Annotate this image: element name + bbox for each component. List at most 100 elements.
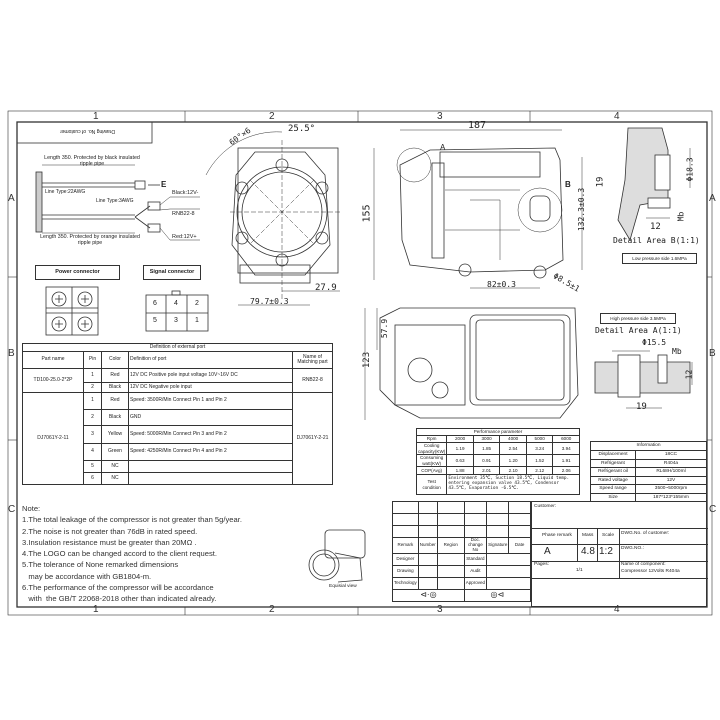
rnb-label: RNB22-8 xyxy=(172,211,195,217)
dim-187: 187 xyxy=(468,120,487,131)
bottom-view xyxy=(364,307,579,420)
dim-angle2: 25.5° xyxy=(288,124,316,134)
row-label: Cooling capacity(KW) xyxy=(415,442,448,455)
definition: 12V DC Negative pole input xyxy=(128,382,293,393)
callout-b: B xyxy=(565,180,571,189)
detail-a-mb: Mb xyxy=(672,347,682,356)
zone-row-a: A xyxy=(8,193,15,204)
signal-pin: 5 xyxy=(153,317,157,324)
side-view xyxy=(373,129,583,289)
red-wire-label: Red:12V+ xyxy=(172,234,197,240)
detail-b-19: 19 xyxy=(595,176,606,188)
dim-79-7: 79.7±0.3 xyxy=(250,297,289,306)
rev-header: Signature xyxy=(486,537,510,554)
signal-pin: 4 xyxy=(174,300,178,307)
detail-a-drawing xyxy=(594,350,693,409)
color: Black xyxy=(101,382,129,393)
title-block: Customer: Phase remark Mass Scale DWG.No… xyxy=(531,501,708,607)
rpm-label: Rpm xyxy=(415,435,448,443)
rev-header: Remark xyxy=(392,537,419,554)
info-value: RL68H/100ml xyxy=(635,467,707,477)
rpm: 3000 xyxy=(472,435,501,443)
color: Black xyxy=(101,409,129,426)
cell: 1.19 xyxy=(446,442,474,455)
color: Red xyxy=(101,392,129,410)
pin: 3 xyxy=(83,425,102,444)
pin: 1 xyxy=(83,392,102,410)
cell: 1.85 xyxy=(472,442,501,455)
detail-b-12: 12 xyxy=(650,222,661,232)
color: NC xyxy=(101,472,129,485)
black-wire-label: Black:12V- xyxy=(172,190,199,196)
color: NC xyxy=(101,460,129,473)
info-value: 18CC xyxy=(635,450,707,460)
detail-a-dia: Φ15.5 xyxy=(642,338,667,347)
zone-col-2-bottom: 2 xyxy=(269,604,275,615)
pages-label: Pages: xyxy=(534,562,549,567)
zone-row-b: B xyxy=(8,348,15,359)
definition: GND xyxy=(128,409,293,426)
row-label: COP(Avg) xyxy=(415,466,448,475)
definition: 12V DC Positive pole input voltage 10V~1… xyxy=(128,368,293,383)
rpm: 2000 xyxy=(446,435,474,443)
zone-col-2: 2 xyxy=(269,111,275,122)
zone-row-c-right: C xyxy=(709,504,717,515)
rev-header: Doc. change No xyxy=(463,537,488,554)
cable-diagram xyxy=(35,164,200,241)
approved-label: Approved xyxy=(463,576,488,590)
cable-top-text: Length 350. Protected by black insulated… xyxy=(44,155,140,167)
color: Red xyxy=(101,368,129,383)
cell: 2.01 xyxy=(472,466,501,475)
zone-col-4: 4 xyxy=(614,111,620,122)
note-item: 3.Insulation resistance must be greater … xyxy=(22,537,197,547)
info-label: Rated voltage xyxy=(590,475,636,485)
matching-part: RNB22-8 xyxy=(292,368,333,393)
pin: 5 xyxy=(83,460,102,473)
col-header: Color xyxy=(101,351,129,369)
rpm: 4000 xyxy=(499,435,527,443)
designer-label: Designer xyxy=(392,552,419,566)
color: Green xyxy=(101,443,129,461)
detail-b-dia: Φ18.3 xyxy=(685,157,695,182)
info-label: Speed range xyxy=(590,484,636,494)
dwg-no-label: DWG.NO.: xyxy=(621,546,644,551)
info-label: Refrigerant xyxy=(590,458,636,468)
high-pressure-note: High pressure side 3.5MPa xyxy=(600,313,676,324)
phase-remark-label: Phase remark xyxy=(542,533,572,538)
customer-label: Customer: xyxy=(534,504,557,509)
pin: 2 xyxy=(83,409,102,426)
note-item: 4.The LOGO can be changed accord to the … xyxy=(22,549,218,559)
cell: 3.24 xyxy=(525,442,554,455)
part-name: DJ7061Y-2-11 xyxy=(22,392,84,485)
cell: 2.10 xyxy=(499,466,527,475)
cell: 1.91 xyxy=(552,454,580,467)
audit-label: Audit xyxy=(463,564,488,578)
info-value: R404a xyxy=(635,458,707,468)
col-header: Pin xyxy=(83,351,102,369)
line-type-2: Line Type:3AWG xyxy=(96,198,134,204)
note-item: 1.The total leakage of the compressor is… xyxy=(22,515,242,525)
notes-title: Note: xyxy=(22,504,41,513)
rpm: 6000 xyxy=(552,435,580,443)
cell: 1.52 xyxy=(525,454,554,467)
callout-a: A xyxy=(440,143,446,152)
col-header: Part name xyxy=(22,351,84,369)
test-condition: Environment 35℃, Suction 18.5℃, Liquid t… xyxy=(446,474,580,495)
definition xyxy=(128,472,293,485)
pin: 6 xyxy=(83,472,102,485)
table-title: Information xyxy=(590,441,707,451)
color: Yellow xyxy=(101,425,129,444)
rev-header: Date xyxy=(508,537,531,554)
detail-a-12: 12 xyxy=(684,369,694,380)
low-pressure-note: Low pressure side 1.6MPa xyxy=(622,253,697,264)
